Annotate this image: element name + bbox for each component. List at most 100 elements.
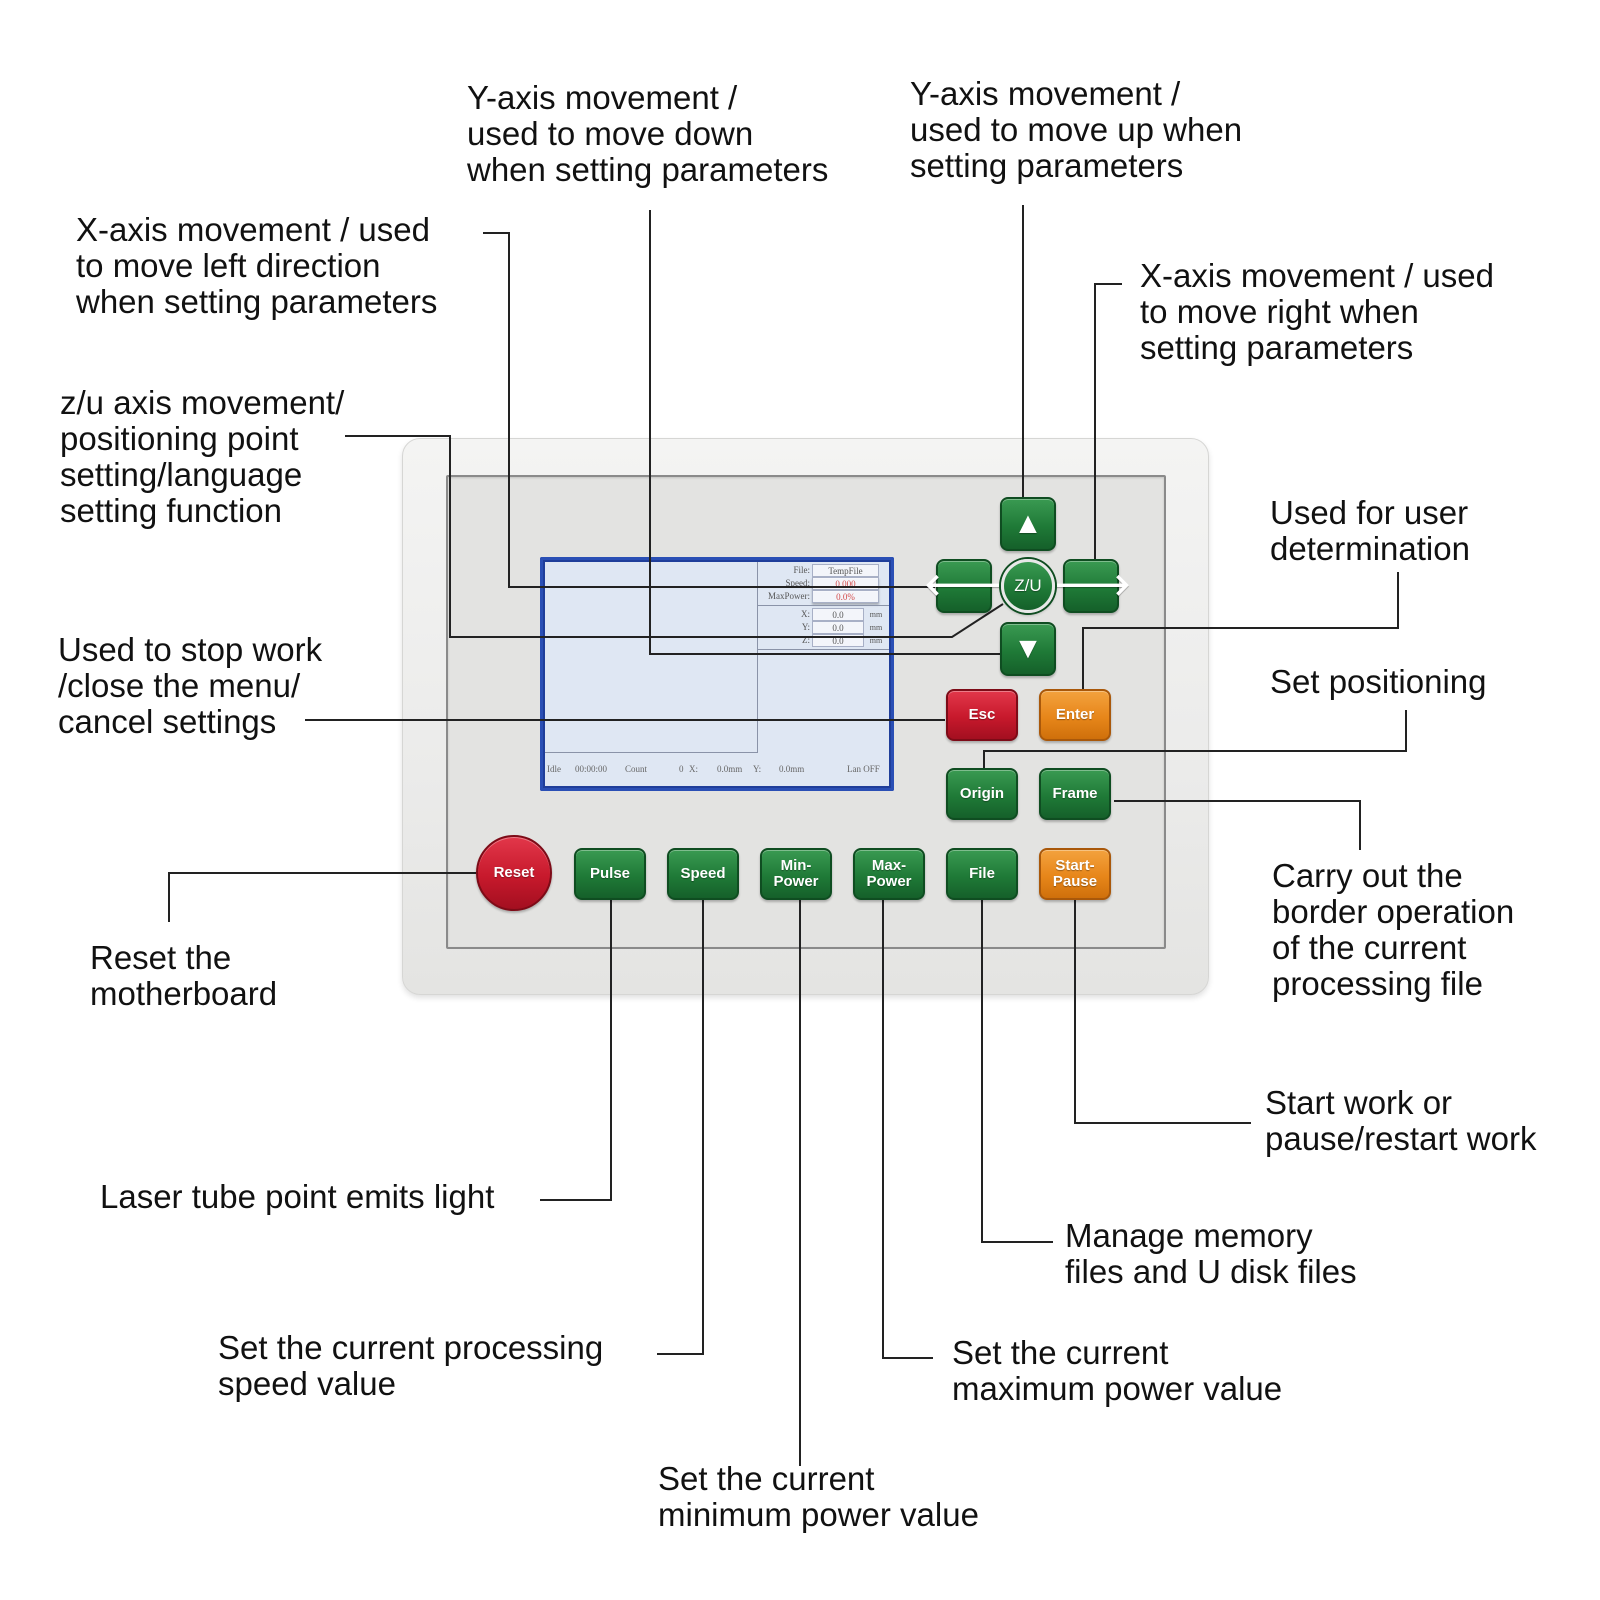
lcd-screen: File: TempFile Speed: 0.000 MaxPower: 0.… [545, 562, 889, 786]
min-power-label-line2: Power [773, 873, 819, 890]
label-pulse: Laser tube point emits light [100, 1179, 494, 1215]
label-line: when setting parameters [467, 151, 829, 188]
label-line: Y-axis movement / [910, 75, 1181, 112]
left-arrow-button[interactable]: 🡐 [924, 559, 1004, 613]
label-line: X-axis movement / used [76, 211, 430, 248]
label-line: X-axis movement / used [1140, 257, 1494, 294]
label-line: setting/language [60, 456, 303, 493]
lcd-x-unit: mm [869, 610, 883, 619]
esc-button-label: Esc [968, 706, 996, 723]
frame-button-label: Frame [1052, 785, 1098, 802]
right-arrow-icon: 🡒 [1050, 569, 1132, 602]
lcd-preview-area [545, 562, 758, 753]
label-x-left: X-axis movement / used to move left dire… [76, 212, 437, 320]
pulse-button[interactable]: Pulse [574, 848, 646, 900]
label-line: setting parameters [1140, 329, 1414, 366]
label-line: files and U disk files [1065, 1253, 1357, 1290]
label-line: of the current [1272, 929, 1467, 966]
label-line: setting function [60, 492, 282, 529]
lcd-speed-value: 0.000 [812, 577, 879, 590]
lcd-y-value: 0.0 [812, 621, 864, 634]
label-line: motherboard [90, 975, 278, 1012]
lcd-status-y-value: 0.0mm [779, 764, 805, 774]
esc-button[interactable]: Esc [946, 689, 1018, 741]
label-line: speed value [218, 1365, 396, 1402]
lcd-file-value: TempFile [812, 564, 879, 577]
label-line: to move left direction [76, 247, 381, 284]
lcd-row-y: Y: 0.0 mm [758, 621, 889, 634]
label-line: Used for user [1270, 494, 1469, 531]
lcd-status-count-label: Count [625, 764, 648, 774]
label-x-right: X-axis movement / used to move right whe… [1140, 258, 1494, 366]
label-line: pause/restart work [1265, 1120, 1537, 1157]
lcd-maxpower-value: 0.0% [812, 590, 879, 603]
down-arrow-icon: ▼ [1013, 632, 1043, 665]
reset-button[interactable]: Reset [476, 835, 552, 911]
lcd-status-count: 0 [679, 764, 684, 774]
lcd-status-state: Idle [547, 764, 561, 774]
label-line: Used to stop work [58, 631, 323, 668]
label-line: Set the current processing [218, 1329, 604, 1366]
max-power-label-line1: Max- [871, 857, 907, 874]
lcd-speed-key: Speed: [785, 578, 811, 588]
origin-button-label: Origin [959, 785, 1005, 802]
frame-button[interactable]: Frame [1039, 768, 1111, 820]
lcd-x-key: X: [801, 609, 810, 619]
label-frame: Carry out the border operation of the cu… [1272, 858, 1514, 1002]
lcd-file-key: File: [793, 565, 810, 575]
lcd-y-unit: mm [869, 623, 883, 632]
label-origin: Set positioning [1270, 664, 1486, 700]
label-line: setting parameters [910, 147, 1184, 184]
lcd-display: File: TempFile Speed: 0.000 MaxPower: 0.… [540, 557, 894, 791]
label-line: z/u axis movement/ [60, 384, 345, 421]
label-line: border operation [1272, 893, 1515, 930]
lcd-status-x: X: [689, 764, 698, 774]
lcd-maxpower-key: MaxPower: [768, 591, 810, 601]
file-button-label: File [969, 865, 995, 882]
lcd-row-x: X: 0.0 mm [758, 608, 889, 621]
lcd-separator [758, 605, 889, 606]
start-pause-button[interactable]: Start- Pause [1039, 848, 1111, 900]
lcd-status-time: 00:00:00 [575, 764, 608, 774]
label-min-power: Set the current minimum power value [658, 1461, 979, 1533]
zu-button[interactable]: Z/U [1001, 559, 1055, 613]
label-max-power: Set the current maximum power value [952, 1335, 1282, 1407]
lcd-z-unit: mm [869, 636, 883, 645]
zu-button-label: Z/U [1014, 576, 1042, 595]
label-start: Start work or pause/restart work [1265, 1085, 1536, 1157]
right-arrow-button[interactable]: 🡒 [1051, 559, 1131, 613]
lcd-row-z: Z: 0.0 mm [758, 634, 889, 647]
label-line: processing file [1272, 965, 1483, 1002]
enter-button[interactable]: Enter [1039, 689, 1111, 741]
label-esc: Used to stop work /close the menu/ cance… [58, 632, 322, 740]
label-line: Reset the [90, 939, 232, 976]
reset-button-label: Reset [493, 864, 535, 881]
label-line: Y-axis movement / [467, 79, 738, 116]
file-button[interactable]: File [946, 848, 1018, 900]
max-power-button[interactable]: Max- Power [853, 848, 925, 900]
label-line: maximum power value [952, 1370, 1283, 1407]
up-arrow-button[interactable]: ▲ [1000, 497, 1056, 551]
start-pause-label-line2: Pause [1052, 873, 1098, 890]
enter-button-label: Enter [1055, 706, 1095, 723]
start-pause-label-line1: Start- [1055, 857, 1095, 874]
lcd-separator [758, 649, 889, 650]
label-line: determination [1270, 530, 1470, 567]
label-line: Manage memory [1065, 1217, 1313, 1254]
label-y-up: Y-axis movement / used to move up when s… [910, 76, 1242, 184]
up-arrow-icon: ▲ [1013, 507, 1043, 540]
label-line: /close the menu/ [58, 667, 301, 704]
min-power-button[interactable]: Min- Power [760, 848, 832, 900]
speed-button[interactable]: Speed [667, 848, 739, 900]
label-line: to move right when [1140, 293, 1419, 330]
label-line: when setting parameters [76, 283, 438, 320]
label-line: Set the current [658, 1460, 875, 1497]
down-arrow-button[interactable]: ▼ [1000, 622, 1056, 676]
origin-button[interactable]: Origin [946, 768, 1018, 820]
lcd-row-speed: Speed: 0.000 [758, 577, 889, 590]
label-line: Laser tube point emits light [100, 1178, 495, 1215]
label-line: used to move up when [910, 111, 1243, 148]
lcd-status-x-value: 0.0mm [717, 764, 743, 774]
speed-button-label: Speed [680, 865, 726, 882]
min-power-label-line1: Min- [780, 857, 812, 874]
